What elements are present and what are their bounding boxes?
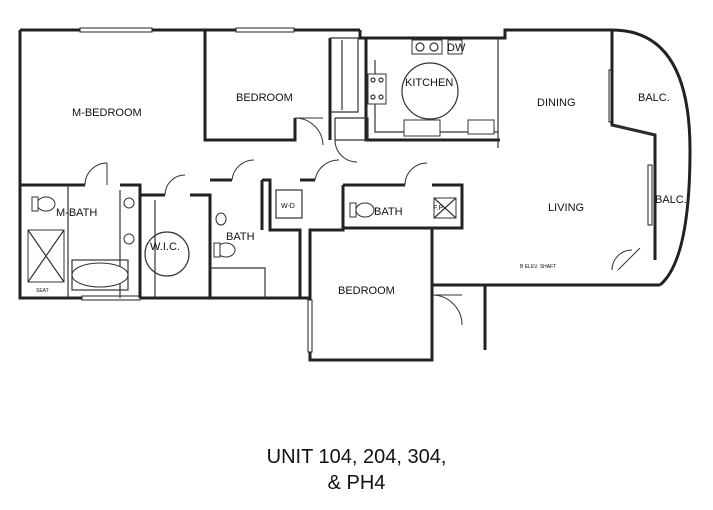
label-bedroom-top: BEDROOM: [236, 92, 293, 104]
interior-walls: [20, 30, 657, 298]
label-dw: DW: [447, 42, 466, 54]
label-fp: F.P.: [433, 205, 444, 212]
label-balc-top: BALC.: [638, 92, 670, 104]
floor-plan: M-BEDROOM BEDROOM KITCHEN DW DINING BALC…: [18, 27, 692, 362]
label-seat: SEAT: [36, 288, 49, 294]
label-dining: DINING: [537, 97, 576, 109]
door-swings: [84, 117, 641, 326]
label-elev-shaft: B ELEV. SHAFT: [520, 264, 556, 270]
unit-caption-line2: & PH4: [327, 472, 386, 494]
kitchen-island-circle: [401, 62, 459, 120]
label-wic: W.I.C.: [150, 241, 180, 253]
label-m-bath: M-BATH: [56, 207, 97, 219]
label-bath-mid: BATH: [226, 231, 255, 243]
room-labels: M-BEDROOM BEDROOM KITCHEN DW DINING BALC…: [36, 42, 687, 297]
label-wd: W-D: [281, 203, 295, 210]
unit-caption-line1: UNIT 104, 204, 304,: [266, 446, 447, 468]
label-m-bedroom: M-BEDROOM: [72, 107, 142, 119]
label-living: LIVING: [548, 202, 584, 214]
label-bedroom-bottom: BEDROOM: [338, 285, 395, 297]
label-balc-right: BALC.: [655, 194, 687, 206]
label-bath-right: BATH: [374, 206, 403, 218]
label-kitchen: KITCHEN: [405, 77, 453, 89]
fixtures: [27, 39, 495, 291]
